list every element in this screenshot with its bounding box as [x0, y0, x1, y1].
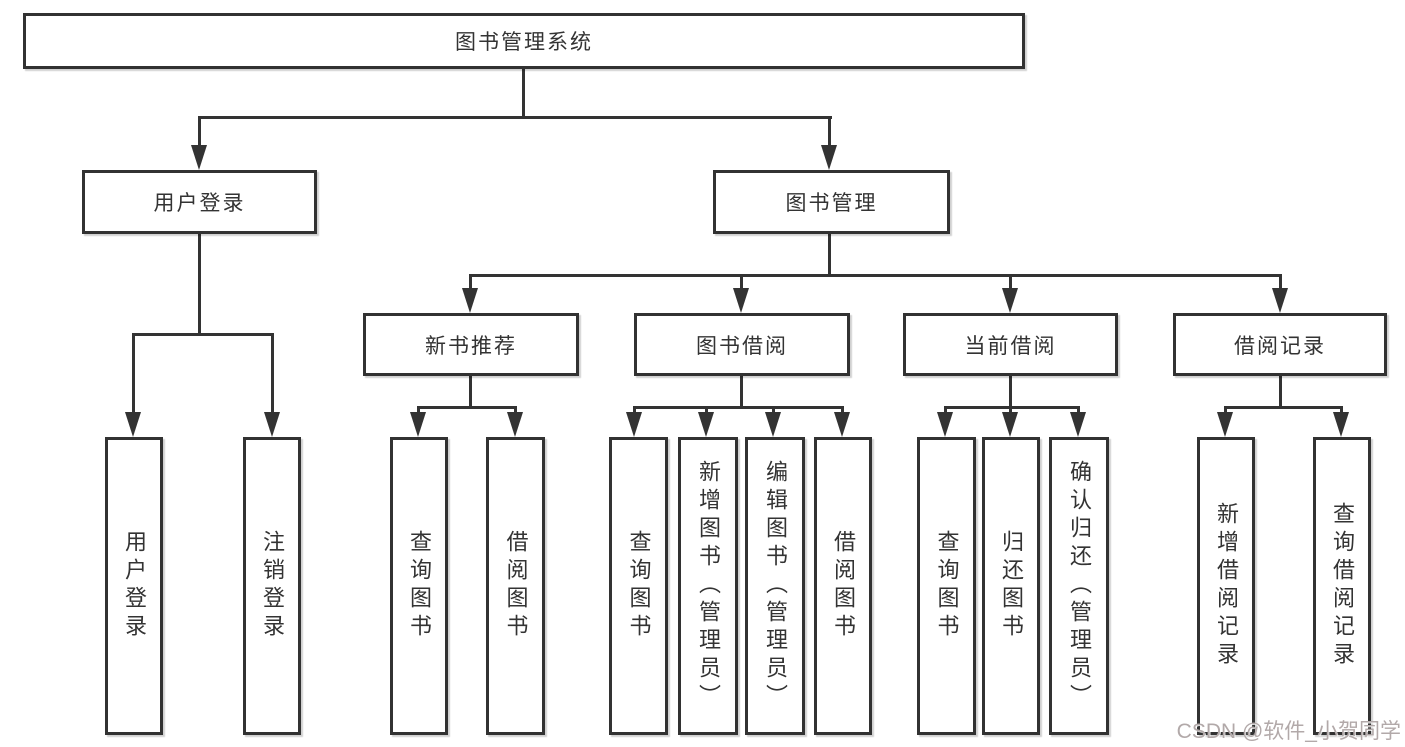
connector-drop [1077, 406, 1080, 416]
arrow-down-icon [834, 412, 850, 437]
connector-level3-branch [469, 274, 1282, 277]
arrow-down-icon [733, 288, 749, 313]
leaf-return-books: 归还图书 [982, 437, 1040, 735]
connector-stem [740, 376, 743, 409]
connector-book-mgmt-stem [828, 234, 831, 277]
arrow-down-icon [1002, 288, 1018, 313]
leaf-query-books-recommend: 查询图书 [390, 437, 448, 735]
arrow-down-icon [1217, 412, 1233, 437]
arrow-down-icon [125, 412, 141, 437]
leaf-label: 新增借阅记录 [1214, 502, 1239, 670]
leaf-query-borrow-record: 查询借阅记录 [1313, 437, 1371, 735]
arrow-down-icon [937, 412, 953, 437]
arrow-down-icon [1333, 412, 1349, 437]
leaf-edit-books-admin: 编辑图书（管理员） [745, 437, 805, 735]
node-borrow-records-label: 借阅记录 [1234, 334, 1326, 358]
arrow-down-icon [507, 412, 523, 437]
arrow-down-icon [1272, 288, 1288, 313]
connector-drop [1009, 274, 1012, 290]
arrow-down-icon [765, 412, 781, 437]
leaf-label: 借阅图书 [831, 530, 856, 642]
leaf-borrow-books-recommend: 借阅图书 [486, 437, 545, 735]
connector-drop [469, 274, 472, 290]
node-new-book-recommend: 新书推荐 [363, 313, 579, 376]
connector-drop [132, 333, 135, 415]
leaf-label: 注销登录 [260, 530, 285, 642]
connector-drop [514, 406, 517, 416]
connector-branch [633, 406, 844, 409]
connector-drop [1224, 406, 1227, 416]
connector-drop [1279, 274, 1282, 290]
leaf-label: 编辑图书（管理员） [763, 460, 788, 712]
connector-user-login-stem [198, 234, 201, 336]
arrow-down-icon [462, 288, 478, 313]
leaf-label: 查询图书 [407, 530, 432, 642]
connector-drop [705, 406, 708, 416]
connector-stem [1009, 376, 1012, 409]
node-book-management-label: 图书管理 [785, 192, 878, 215]
node-user-login: 用户登录 [82, 170, 317, 234]
watermark: CSDN @软件_小贺同学 [1176, 720, 1401, 743]
node-book-borrow-label: 图书借阅 [696, 334, 788, 358]
connector-stem [469, 376, 472, 409]
leaf-confirm-return-admin: 确认归还（管理员） [1049, 437, 1109, 735]
leaf-user-login: 用户登录 [105, 437, 163, 735]
connector-drop [633, 406, 636, 416]
connector-drop [740, 274, 743, 290]
leaf-label: 归还图书 [999, 530, 1024, 642]
node-book-borrow: 图书借阅 [634, 313, 850, 376]
leaf-add-books-admin: 新增图书（管理员） [678, 437, 738, 735]
node-new-book-recommend-label: 新书推荐 [425, 334, 517, 358]
connector-root-stem [522, 69, 525, 118]
connector-user-login-drop [198, 116, 201, 148]
leaf-label: 查询图书 [934, 530, 960, 642]
connector-drop [944, 406, 947, 416]
leaf-label: 用户登录 [122, 530, 147, 642]
connector-drop [1009, 406, 1012, 416]
node-borrow-records: 借阅记录 [1173, 313, 1387, 376]
node-current-borrow-label: 当前借阅 [964, 334, 1057, 358]
connector-level2-branch [198, 116, 832, 119]
leaf-label: 查询图书 [626, 530, 652, 642]
arrow-down-icon [698, 412, 714, 437]
connector-branch [944, 406, 1080, 409]
arrow-down-icon [626, 412, 642, 437]
leaf-label: 查询借阅记录 [1330, 502, 1355, 670]
arrow-down-icon [821, 145, 837, 170]
leaf-label: 新增图书（管理员） [696, 460, 721, 712]
leaf-query-books-borrow: 查询图书 [609, 437, 668, 735]
node-book-management: 图书管理 [713, 170, 950, 234]
leaf-label: 借阅图书 [503, 530, 529, 642]
arrow-down-icon [264, 412, 280, 437]
connector-drop [417, 406, 420, 416]
arrow-down-icon [410, 412, 426, 437]
node-current-borrow: 当前借阅 [903, 313, 1118, 376]
connector-drop [1340, 406, 1343, 416]
connector-user-login-branch [132, 333, 274, 336]
connector-stem [1279, 376, 1282, 409]
leaf-query-books-current: 查询图书 [917, 437, 976, 735]
arrow-down-icon [1002, 412, 1018, 437]
arrow-down-icon [191, 145, 207, 170]
arrow-down-icon [1070, 412, 1086, 437]
node-root: 图书管理系统 [23, 13, 1025, 69]
node-user-login-label: 用户登录 [153, 192, 246, 215]
connector-branch [417, 406, 517, 409]
connector-drop [841, 406, 844, 416]
connector-drop [772, 406, 775, 416]
connector-branch [1224, 406, 1343, 409]
leaf-logout: 注销登录 [243, 437, 301, 735]
connector-book-mgmt-drop [828, 116, 831, 148]
connector-drop [271, 333, 274, 415]
leaf-borrow-books: 借阅图书 [814, 437, 872, 735]
node-root-label: 图书管理系统 [455, 31, 593, 54]
leaf-label: 确认归还（管理员） [1067, 460, 1092, 712]
leaf-add-borrow-record: 新增借阅记录 [1197, 437, 1255, 735]
